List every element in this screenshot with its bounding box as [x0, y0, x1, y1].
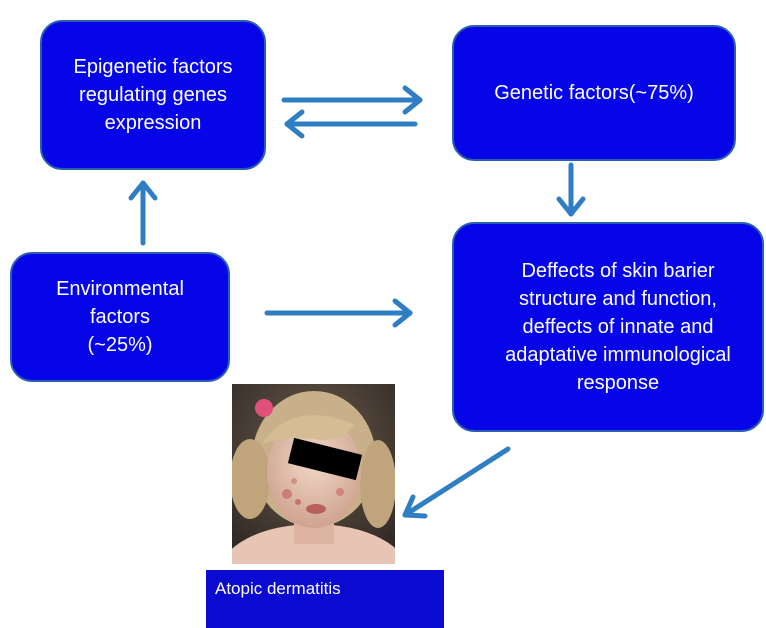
atopic-dermatitis-label: Atopic dermatitis [215, 579, 341, 598]
skin-barrier-defects-box: Deffects of skin barier structure and fu… [452, 222, 764, 432]
epigenetic-factors-box: Epigenetic factors regulating genes expr… [40, 20, 266, 170]
arrow-defects-to-dermatitis [402, 446, 511, 519]
arrow-environmental-to-defects [264, 298, 413, 328]
genetic-factors-label: Genetic factors(~75%) [494, 82, 694, 104]
environmental-factors-label: Environmental factors (~25%) [56, 278, 184, 356]
arrow-environmental-to-epigenetic [128, 180, 158, 246]
atopic-dermatitis-caption: Atopic dermatitis [206, 570, 444, 628]
patient-photo [232, 384, 395, 564]
arrow-epigenetic-to-genetic [281, 85, 423, 115]
arrow-genetic-to-epigenetic [284, 109, 418, 139]
environmental-factors-box: Environmental factors (~25%) [10, 252, 230, 382]
epigenetic-factors-label: Epigenetic factors regulating genes expr… [73, 56, 233, 134]
arrow-genetic-to-defects [556, 162, 586, 217]
skin-barrier-defects-label: Deffects of skin barier structure and fu… [505, 260, 731, 394]
genetic-factors-box: Genetic factors(~75%) [452, 25, 736, 161]
